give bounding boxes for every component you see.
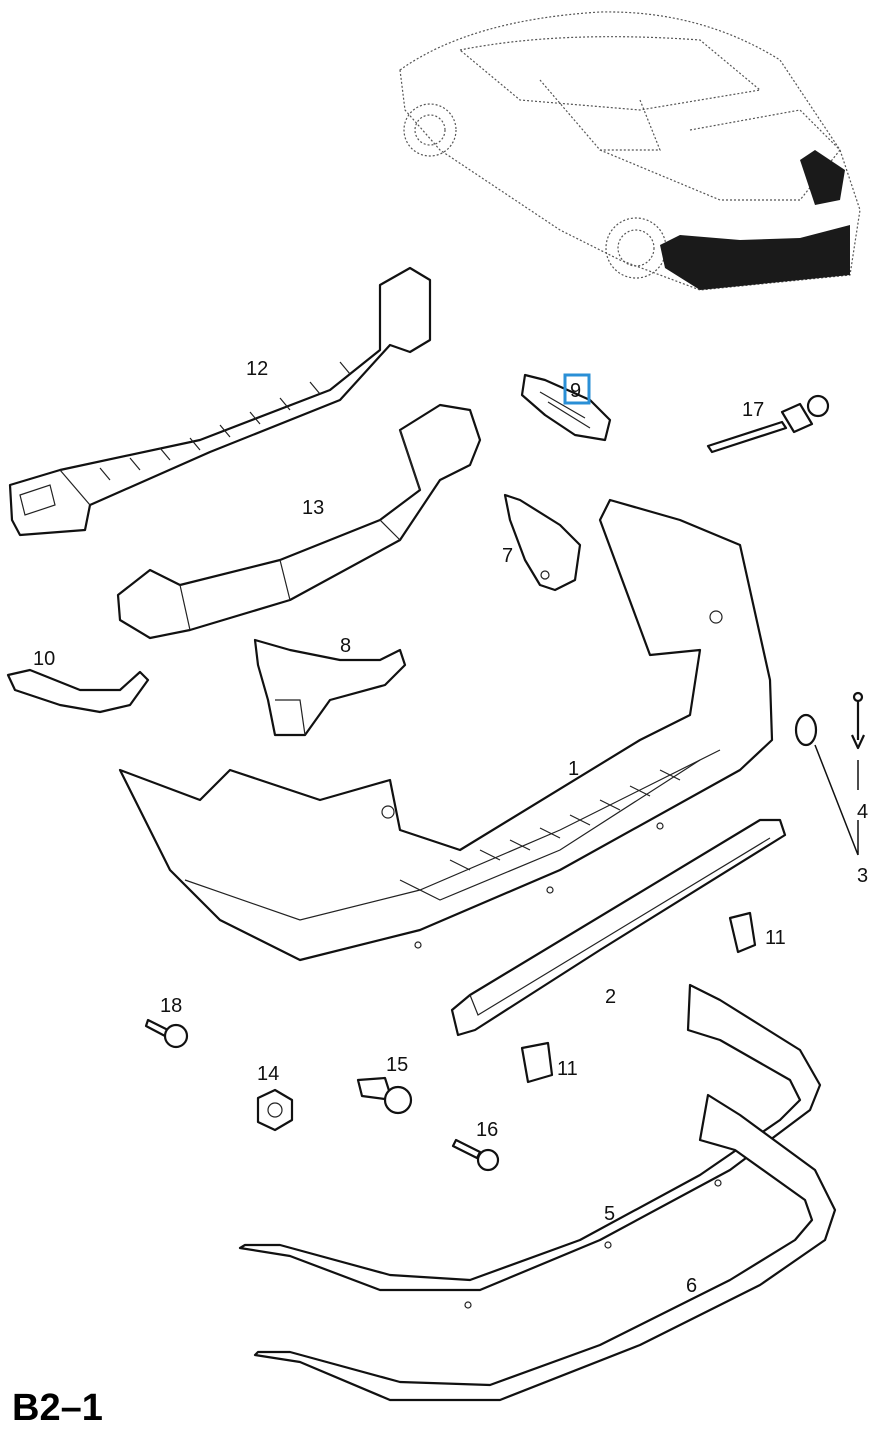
- part-4-pin: [851, 691, 865, 750]
- part-9-bracket: [520, 373, 612, 442]
- callout-8: 8: [340, 635, 351, 657]
- callout-10: 10: [33, 648, 55, 670]
- callout-13: 13: [302, 497, 324, 519]
- part-17-rivet: [706, 394, 830, 454]
- part-10-bracket: [6, 668, 150, 714]
- part-12-energy-absorber: [8, 266, 432, 537]
- callout-5: 5: [604, 1203, 615, 1225]
- part-11-clip-lower: [520, 1041, 554, 1084]
- callout-18: 18: [160, 995, 182, 1017]
- callout-15: 15: [386, 1054, 408, 1076]
- part-15-push-clip: [356, 1076, 413, 1115]
- callout-4: 4: [857, 801, 868, 823]
- part-13-reinforcement: [116, 403, 482, 640]
- part-8-bracket: [253, 638, 407, 737]
- part-11-clip-upper: [728, 911, 757, 954]
- part-2-trim-strip: [450, 818, 787, 1037]
- part-3-cap: [794, 713, 818, 747]
- callout-12: 12: [246, 358, 268, 380]
- part-7-bracket: [503, 493, 582, 592]
- part-1-bumper-cover: [118, 498, 774, 962]
- callout-7: 7: [502, 545, 513, 567]
- callout-1: 1: [568, 758, 579, 780]
- part-6-mounting-strip: [253, 1093, 837, 1402]
- callout-16: 16: [476, 1119, 498, 1141]
- callout-17: 17: [742, 399, 764, 421]
- callout-9-highlight: [563, 373, 591, 405]
- part-16-screw: [451, 1138, 500, 1172]
- callout-3: 3: [857, 865, 868, 887]
- callout-9: 9: [570, 380, 581, 402]
- callout-14: 14: [257, 1063, 279, 1085]
- callout-11-upper: 11: [765, 927, 786, 949]
- callout-2: 2: [605, 986, 616, 1008]
- callout-6: 6: [686, 1275, 697, 1297]
- part-5-mounting-strip: [238, 983, 822, 1309]
- leader-3-4: [814, 744, 859, 856]
- part-18-bolt: [144, 1018, 189, 1049]
- callout-11-lower: 11: [557, 1058, 578, 1080]
- diagram-code: B2–1: [12, 1387, 103, 1429]
- part-14-nut: [256, 1088, 294, 1132]
- vehicle-overview: [399, 11, 861, 291]
